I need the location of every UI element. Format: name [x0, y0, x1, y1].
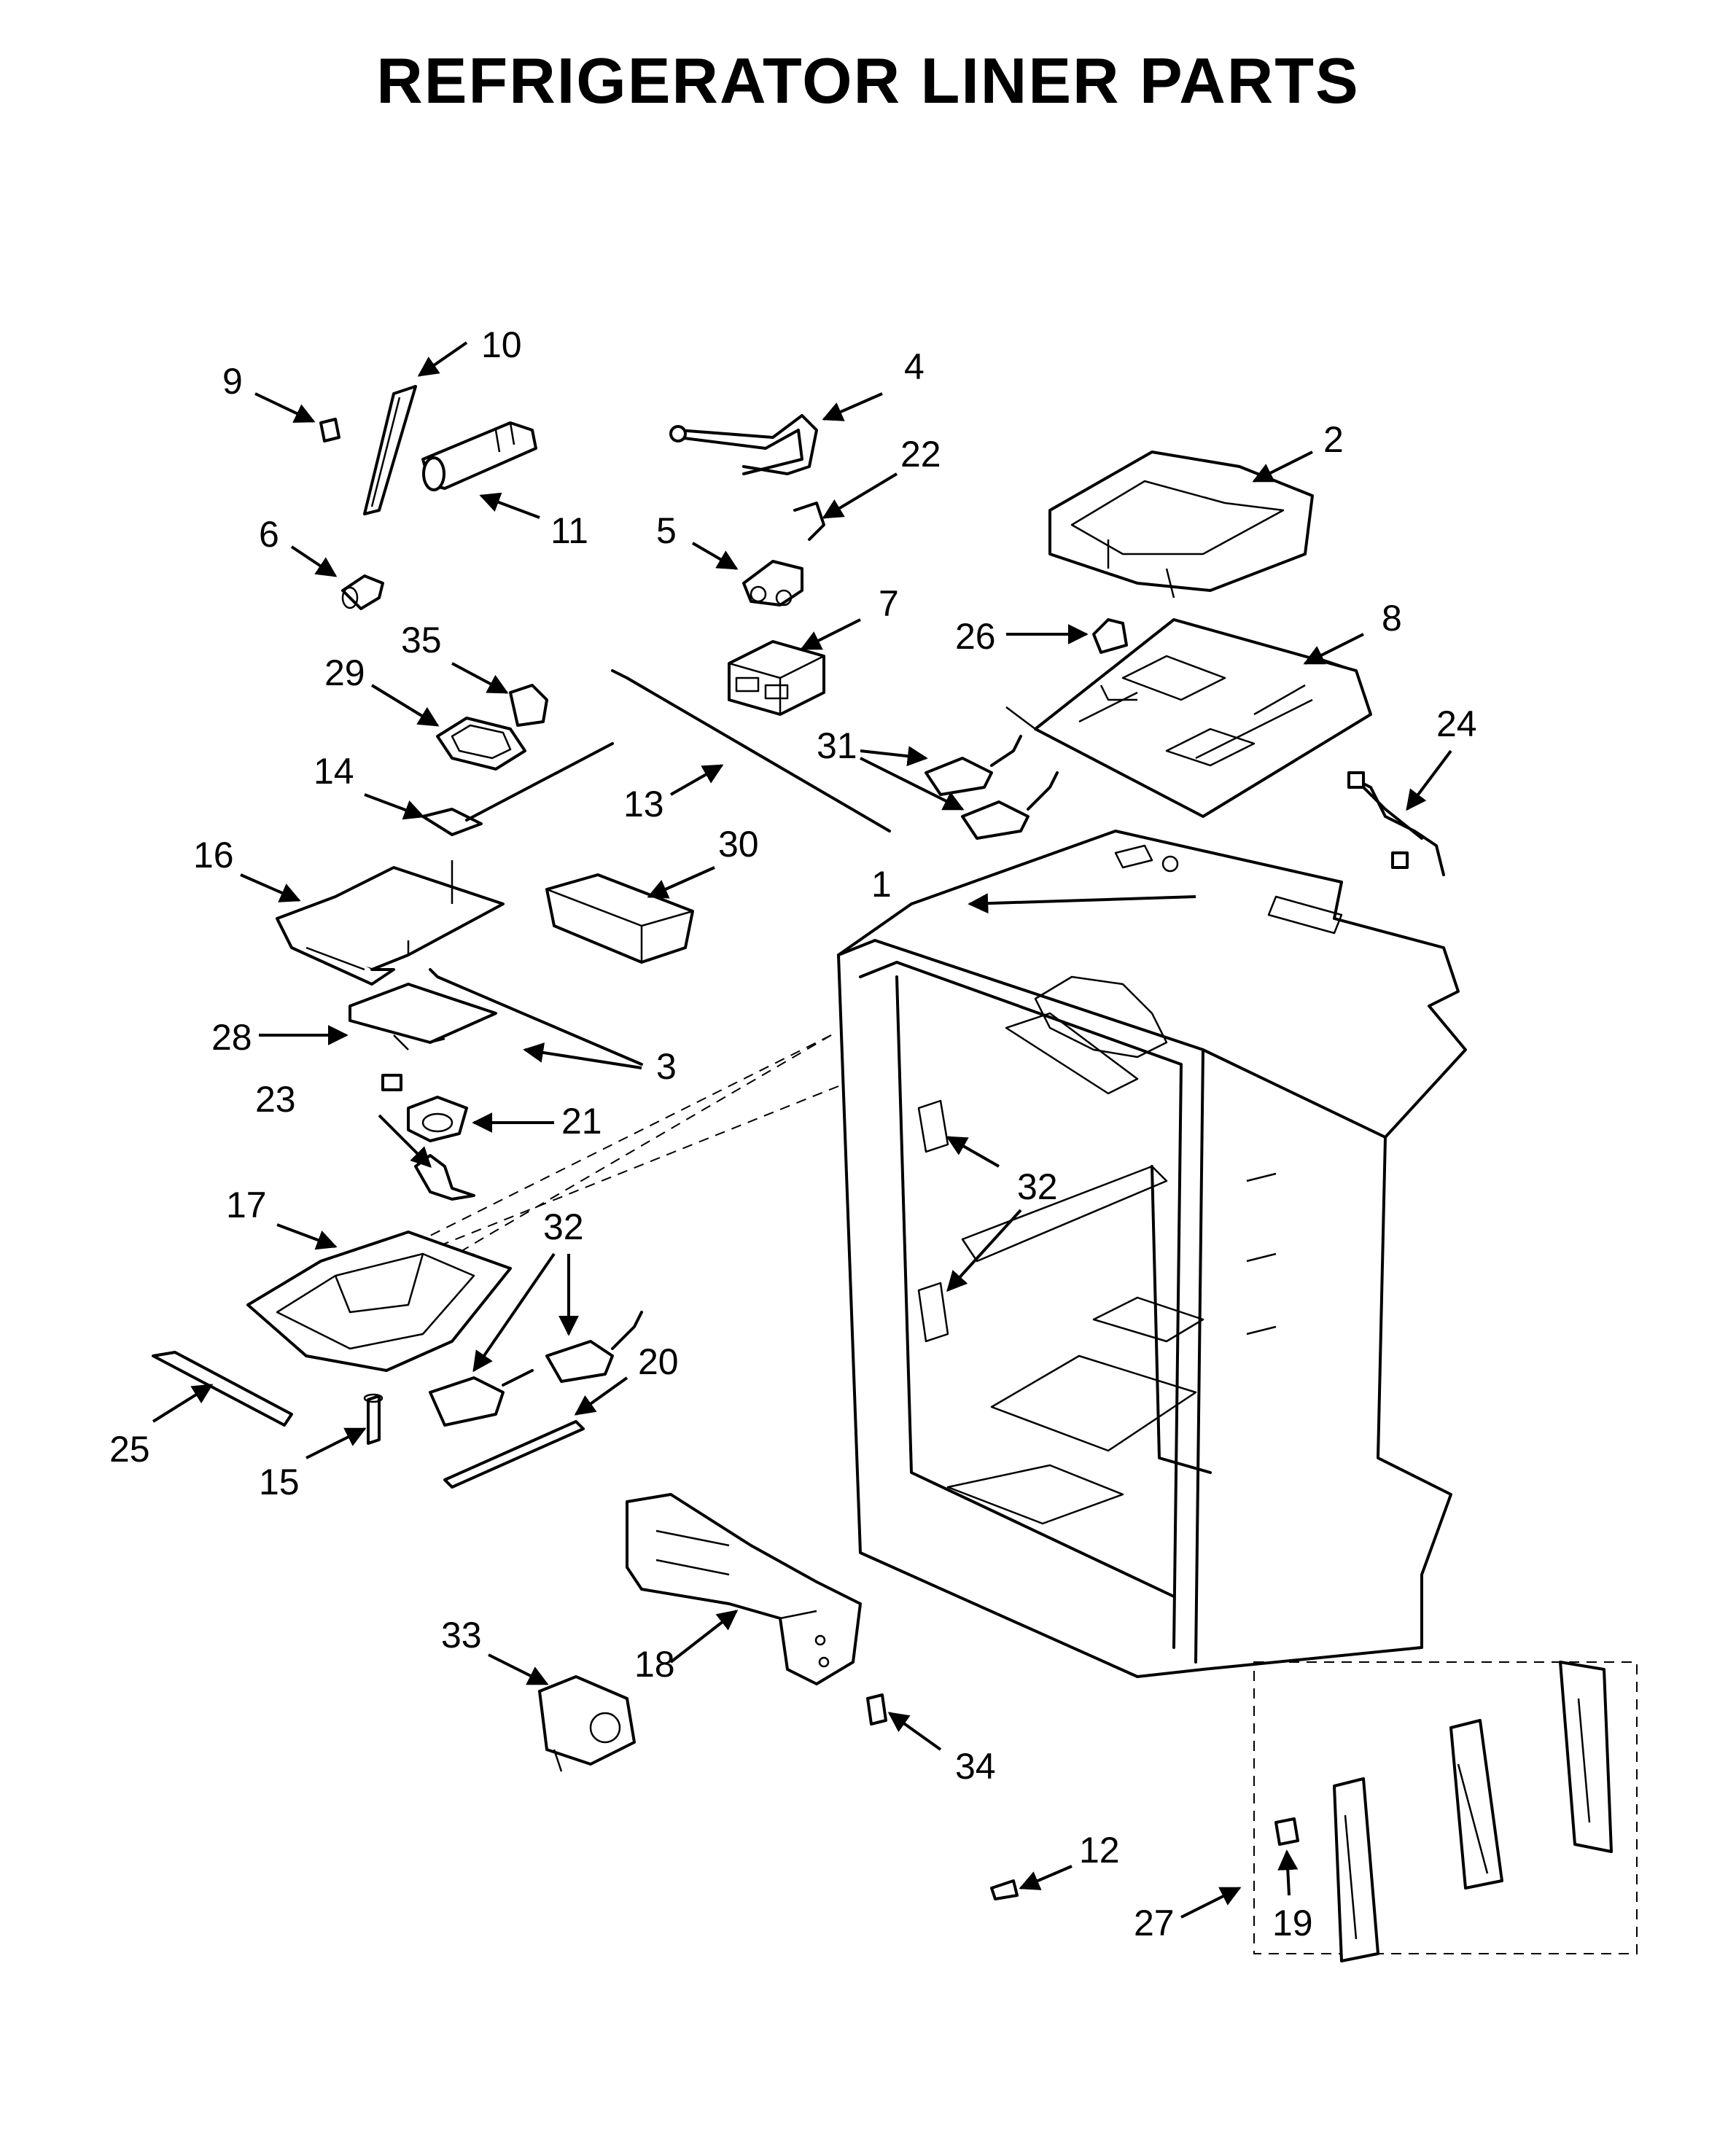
part-22-clip [793, 502, 825, 541]
part-32-sensor-left [429, 1311, 643, 1427]
part-26-clip [1092, 618, 1128, 654]
callout-5: 5 [656, 510, 677, 551]
part-10-bracket [363, 385, 417, 515]
part-9-clip [319, 418, 340, 442]
part-35-gasket [509, 684, 548, 727]
part-2-top-cover [1048, 451, 1314, 598]
part-17-housing [246, 1231, 512, 1372]
dashed-guide-3 [437, 1085, 839, 1247]
callout-34: 34 [955, 1746, 996, 1787]
callout-4: 4 [904, 346, 925, 387]
part-30-cover-box [545, 873, 694, 964]
leader-lines [152, 341, 1452, 1919]
callout-15: 15 [259, 1462, 300, 1502]
part-4-heater [669, 414, 818, 475]
callout-9: 9 [222, 361, 243, 402]
callout-3: 3 [656, 1046, 677, 1087]
part-31-sensors [925, 735, 1059, 840]
callout-2: 2 [1323, 419, 1344, 460]
callout-14: 14 [314, 751, 354, 792]
part-8-panel [1005, 618, 1372, 818]
part-29-frame [436, 717, 526, 771]
callout-22: 22 [900, 434, 941, 475]
part-20-strip [443, 1420, 585, 1489]
callout-labels: 1 2 3 4 5 6 7 8 9 10 11 12 13 14 15 16 1… [109, 324, 1477, 1943]
callout-29: 29 [324, 652, 365, 693]
callout-13: 13 [623, 784, 664, 824]
part-27-kit-box [1253, 1661, 1638, 1954]
part-5-valve [742, 560, 803, 607]
part-25-trim [152, 1351, 293, 1427]
callout-23: 23 [255, 1079, 296, 1120]
callout-27: 27 [1134, 1903, 1175, 1943]
callout-8: 8 [1382, 598, 1402, 639]
dashed-guide-2 [408, 1034, 832, 1284]
callout-20: 20 [638, 1341, 679, 1382]
part-13-rod [611, 669, 891, 832]
callout-1: 1 [871, 864, 892, 905]
callout-6: 6 [259, 514, 279, 555]
part-15-screw [363, 1393, 384, 1445]
callout-31: 31 [817, 725, 857, 766]
part-12-cap [990, 1879, 1019, 1900]
callout-30: 30 [718, 824, 759, 865]
callout-26: 26 [955, 616, 996, 657]
part-6-damper [341, 574, 384, 610]
callout-25: 25 [109, 1429, 150, 1470]
callout-10: 10 [481, 324, 522, 365]
part-3-thermistor [429, 968, 643, 1066]
callout-24: 24 [1436, 703, 1477, 744]
part-33-pump [538, 1675, 636, 1772]
callout-17: 17 [226, 1185, 267, 1225]
callout-16: 16 [193, 835, 234, 876]
callout-19: 19 [1272, 1903, 1313, 1943]
callout-12: 12 [1079, 1830, 1120, 1871]
part-7-housing [728, 640, 825, 716]
part-14-heater-element [421, 742, 614, 836]
callout-18: 18 [634, 1644, 675, 1685]
callout-7: 7 [879, 583, 899, 624]
part-18-duct [626, 1493, 862, 1685]
part-11-filter [421, 421, 537, 491]
callout-11: 11 [550, 510, 588, 551]
callout-21: 21 [561, 1101, 602, 1142]
callout-32a: 32 [1017, 1166, 1058, 1207]
part-34-clip [866, 1693, 887, 1725]
callout-28: 28 [211, 1017, 252, 1058]
callout-32b: 32 [543, 1206, 584, 1247]
callout-35: 35 [401, 620, 442, 660]
diagram-title: REFRIGERATOR LINER PARTS [376, 44, 1360, 117]
dashed-guide-1 [408, 1034, 832, 1247]
part-1-liner [837, 830, 1467, 1678]
part-19-label [1274, 1817, 1299, 1846]
part-21-fan-motor [381, 1074, 468, 1142]
part-28-board [349, 983, 497, 1050]
callout-33: 33 [441, 1615, 482, 1656]
part-16-control-board [276, 860, 505, 986]
part-24-wire-harness [1347, 771, 1445, 876]
part-27-kit-items [1333, 1661, 1613, 1962]
